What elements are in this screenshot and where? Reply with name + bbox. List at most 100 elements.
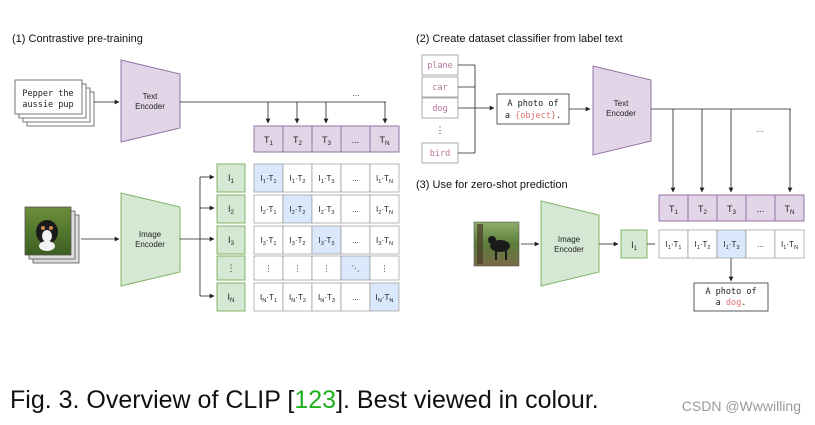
p3-row-cell [658, 229, 689, 259]
p1-matrix-value: I1·T2 [289, 174, 305, 185]
panel1-title: (1) Contrastive pre-training [12, 33, 143, 45]
p1-t-label: T1 [264, 135, 274, 147]
p1-matrix-cell [282, 255, 313, 281]
p1-matrix-cell [253, 163, 284, 193]
p3-row-cell [716, 229, 747, 259]
image-encoder-2-label2: Encoder [554, 245, 584, 254]
image-encoder-1-label2: Encoder [135, 240, 165, 249]
p1-i-cell [216, 282, 246, 312]
p1-matrix-cell [282, 225, 313, 255]
p1-matrix-value: IN·T2 [289, 293, 306, 304]
p2-t-label: TN [784, 204, 795, 216]
p2-t-label: T1 [669, 204, 679, 216]
text-encoder-1: Text Encoder [120, 59, 181, 143]
figure-caption: Fig. 3. Overview of CLIP [123]. Best vie… [10, 386, 599, 414]
p1-matrix-cell [253, 255, 284, 281]
text-encoder-2: Text Encoder [592, 65, 652, 156]
p1-matrix-value: I3·T1 [260, 236, 276, 247]
p1-matrix-value: I2·T3 [318, 205, 334, 216]
panel2-top-dots: ... [757, 125, 764, 134]
result-line1: A photo of [705, 287, 756, 297]
p1-matrix-cell [340, 194, 371, 224]
p1-matrix-cell [311, 255, 342, 281]
text-input-line2: aussie pup [22, 100, 73, 110]
panel2-text-embedding-row: T1 T2 T3... TN [658, 194, 805, 222]
label-plane: plane [427, 61, 453, 71]
p2-t-cell [716, 194, 747, 222]
text-encoder-2-label1: Text [614, 99, 629, 108]
text-encoder-2-label2: Encoder [606, 109, 636, 118]
p3-row-value: I1·TN [781, 240, 798, 251]
p1-matrix-value: IN·TN [376, 293, 394, 304]
p1-matrix-value: ⋮ [265, 264, 273, 273]
p1-matrix-cell [340, 282, 371, 312]
image-encoder-1: Image Encoder [120, 192, 181, 287]
p1-matrix-value: IN·T3 [318, 293, 335, 304]
image-encoder-2: Image Encoder [540, 200, 600, 287]
p1-t-cell [311, 125, 342, 153]
p1-matrix-cell [369, 163, 400, 193]
text-input-stack: Pepper the aussie pup [14, 79, 95, 127]
p1-matrix-value: ⋮ [381, 264, 389, 273]
panel3-title: (3) Use for zero-shot prediction [416, 179, 568, 191]
result-box: A photo of a dog. [693, 282, 769, 312]
p2-t-cell [687, 194, 718, 222]
label-dog: dog [432, 104, 447, 114]
p1-matrix-value: I1·T3 [318, 174, 334, 185]
p1-matrix-cell [282, 282, 313, 312]
p1-matrix-value: I1·T1 [260, 174, 276, 185]
p2-t-label: T3 [727, 204, 737, 216]
puppy-photo [36, 220, 58, 251]
p1-t-cell [253, 125, 284, 153]
p1-matrix-cell [369, 194, 400, 224]
p1-matrix-value: ... [352, 205, 359, 214]
p3-row-value: I1·T1 [665, 240, 681, 251]
p1-matrix-value: I3·T3 [318, 236, 334, 247]
p1-i-label: IN [227, 292, 235, 304]
template-line1: A photo of [507, 99, 558, 109]
p1-t-label: TN [379, 135, 390, 147]
p2-t-cell [774, 194, 805, 222]
p2-t-label: ... [757, 204, 765, 214]
p1-matrix-cell [311, 163, 342, 193]
p1-matrix-value: ... [352, 293, 359, 302]
p1-matrix-value: I1·TN [376, 174, 393, 185]
p1-matrix-value: I2·TN [376, 205, 393, 216]
p1-matrix-cell [369, 225, 400, 255]
p3-row-value: I1·T3 [723, 240, 739, 251]
text-encoder-1-label2: Encoder [135, 102, 165, 111]
p1-i-label: ⋮ [227, 263, 236, 273]
p1-matrix-cell [253, 225, 284, 255]
p1-matrix-cell [369, 282, 400, 312]
text-encoder-1-fanout [180, 101, 388, 124]
result-line2: a dog. [716, 298, 747, 308]
p3-row-cell [774, 229, 805, 259]
p1-t-label: T2 [293, 135, 303, 147]
p1-matrix-value: ... [352, 236, 359, 245]
label-car: car [432, 83, 447, 93]
p2-t-label: T2 [698, 204, 708, 216]
citation-link[interactable]: 123 [294, 386, 337, 414]
p1-matrix-cell [282, 163, 313, 193]
p1-matrix-value: ⋮ [294, 264, 302, 273]
p3-row-value: I1·T2 [694, 240, 710, 251]
p1-matrix-value: ⋮ [323, 264, 331, 273]
text-encoder-1-label1: Text [143, 92, 158, 101]
park-photo [473, 221, 520, 267]
p2-t-cell [745, 194, 776, 222]
p1-matrix-value: I2·T1 [260, 205, 276, 216]
p1-matrix-value: I3·T2 [289, 236, 305, 247]
svg-text:I1: I1 [631, 240, 638, 252]
image-input-stack [24, 206, 80, 264]
watermark: CSDN @Wwwilling [681, 398, 801, 414]
prompt-template-box: A photo of a {object}. [496, 93, 570, 125]
p3-row-cell [687, 229, 718, 259]
p1-matrix-value: ⋱ [352, 264, 360, 273]
label-bird: bird [430, 149, 450, 159]
p1-t-label: ... [352, 135, 360, 145]
p1-matrix-value: I3·TN [376, 236, 393, 247]
